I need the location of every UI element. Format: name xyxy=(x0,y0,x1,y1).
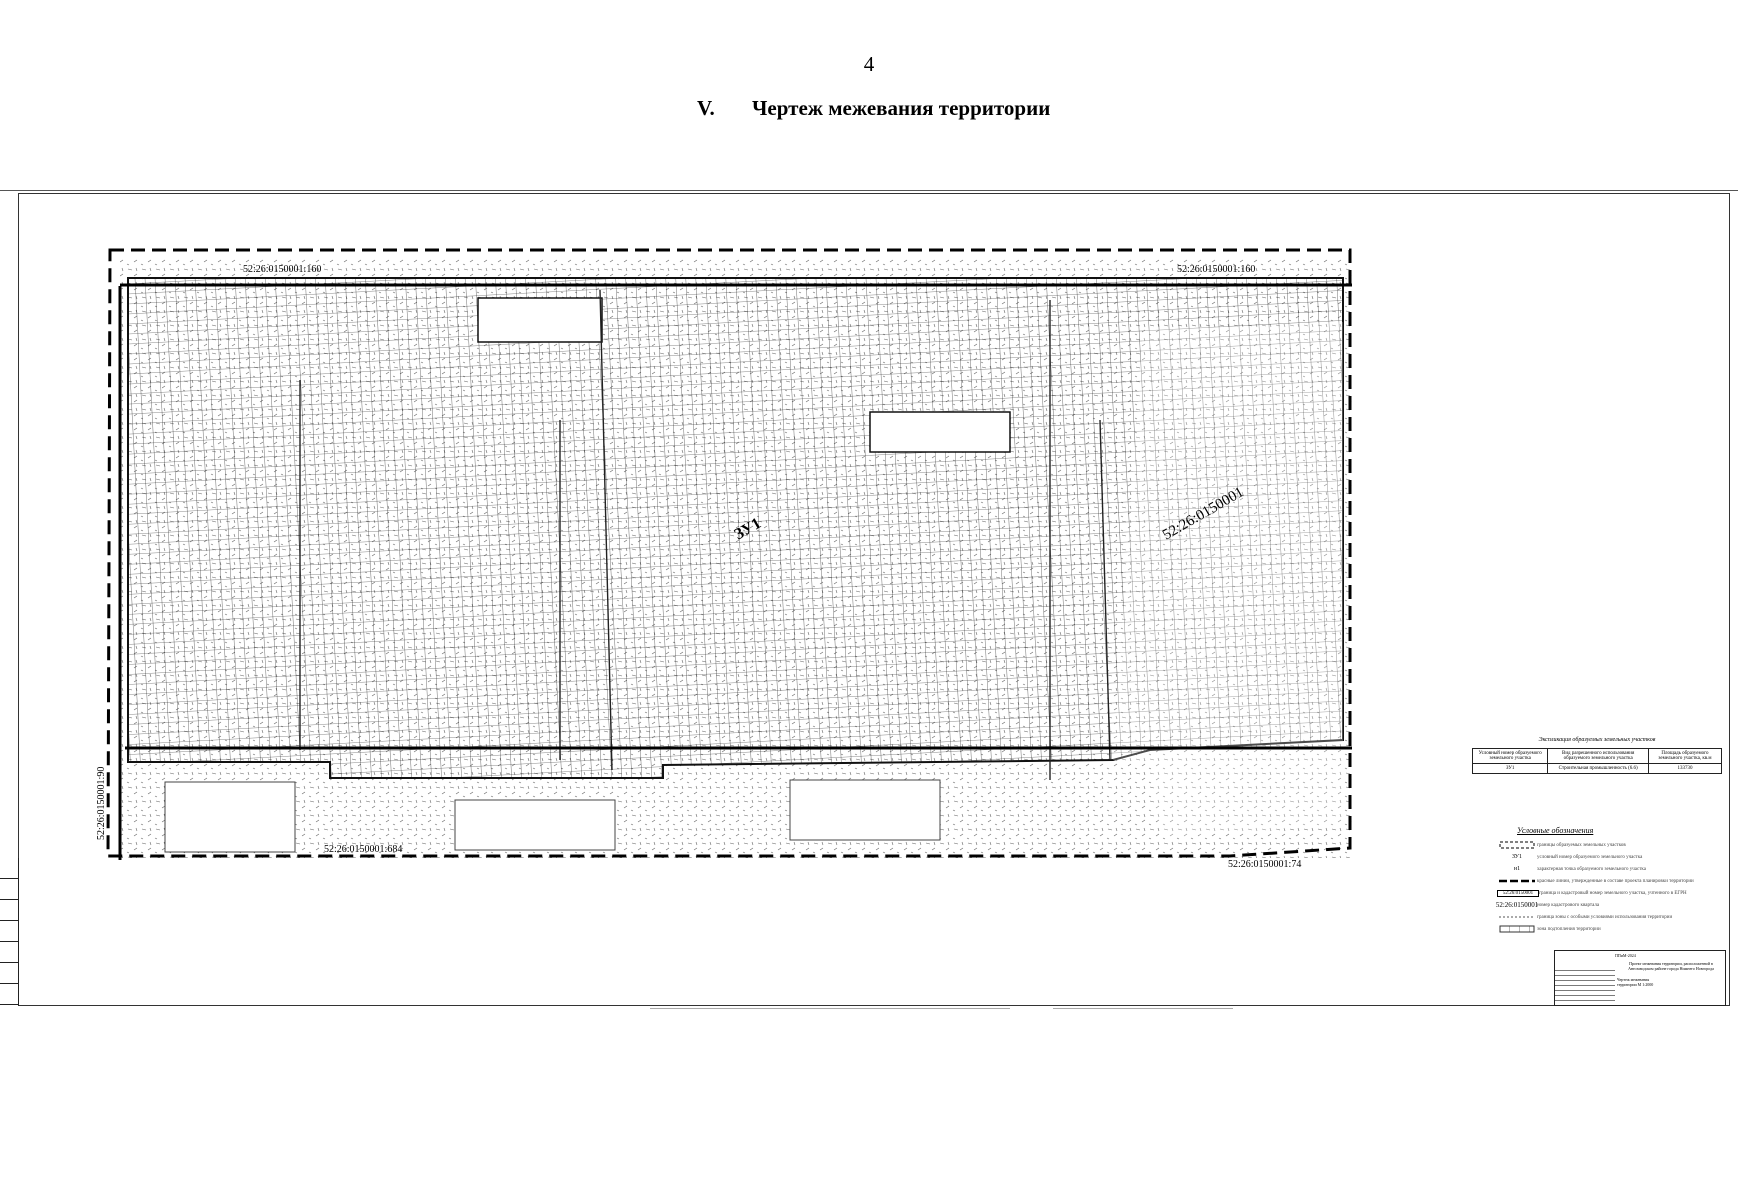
legend-symbol xyxy=(1497,914,1537,920)
bottom-rule-left xyxy=(650,1008,1010,1009)
stamp-project: Проект межевания территории, расположенн… xyxy=(1628,961,1714,971)
parcel-table-cell: Строительная промышленность (6.6) xyxy=(1547,763,1649,774)
legend-symbol: ЗУ1 xyxy=(1511,854,1523,860)
section-title: V. Чертеж межевания территории xyxy=(697,96,1050,121)
parcel-table-cell: 133730 xyxy=(1647,763,1723,774)
title-block-stamp: ППиМ-2024 Проект межевания территории, р… xyxy=(1554,950,1726,1006)
legend-text: характерная точка образуемого земельного… xyxy=(1537,866,1646,872)
legend: Условные обозначения границы образуемых … xyxy=(1495,826,1727,935)
label-parcel-bottom: 52:26:0150001:684 xyxy=(324,844,402,855)
label-parcel-top-left: 52:26:0150001:160 xyxy=(243,264,321,275)
building-4 xyxy=(454,799,616,851)
label-parcel-bottom-right: 52:26:0150001:74 xyxy=(1228,859,1301,870)
legend-symbol xyxy=(1497,925,1537,933)
legend-text: условный номер образуемого земельного уч… xyxy=(1537,854,1643,860)
list-item: ЗУ1 условный номер образуемого земельного… xyxy=(1497,851,1727,863)
sheet-top-rule xyxy=(0,190,1738,191)
section-numeral: V. xyxy=(697,96,715,120)
road-edges xyxy=(118,283,1352,860)
stamp-grid xyxy=(1555,968,1615,1006)
left-title-strip xyxy=(0,858,19,1006)
bottom-rule-right xyxy=(1053,1008,1233,1009)
section-title-text: Чертеж межевания территории xyxy=(752,96,1051,120)
legend-text: красные линии, утвержденные в составе пр… xyxy=(1537,878,1694,884)
legend-text: границы образуемых земельных участков xyxy=(1537,842,1626,848)
legend-text: граница и кадастровый номер земельного у… xyxy=(1539,890,1687,896)
label-parcel-left: 52:26:0150001:90 xyxy=(96,767,107,840)
parcel-table-cell: ЗУ1 xyxy=(1471,763,1549,774)
parcel-zu1-hatch xyxy=(127,277,1344,779)
stamp-code: ППиМ-2024 xyxy=(1615,953,1636,958)
light-zone-right xyxy=(1113,322,1343,838)
list-item: н1 характерная точка образуемого земельно… xyxy=(1497,863,1727,875)
legend-symbol xyxy=(1497,878,1537,884)
legend-title: Условные обозначения xyxy=(1517,826,1594,835)
legend-text: номер кадастрового квартала xyxy=(1537,902,1600,908)
list-item: зона подтопления территории xyxy=(1497,923,1727,935)
legend-symbol: 52:26:0150001 xyxy=(1497,889,1539,897)
parcel-table-header: Площадь образуемого земельного участка, … xyxy=(1647,748,1723,764)
list-item: границы образуемых земельных участков xyxy=(1497,839,1727,851)
building-3 xyxy=(164,781,296,853)
parcel-table-caption: Экспликация образуемых земельных участко… xyxy=(1538,737,1656,743)
legend-text: граница зоны с особыми условиями использ… xyxy=(1537,914,1673,920)
building-1 xyxy=(477,297,603,343)
parcel-table: Условный номер образуемого земельного уч… xyxy=(1471,748,1723,774)
legend-symbol: 52:26:0150001 xyxy=(1495,901,1539,909)
parcel-table-header: Вид разрешенного использования образуемо… xyxy=(1547,748,1649,764)
list-item: граница зоны с особыми условиями использ… xyxy=(1497,911,1727,923)
label-parcel-top-right: 52:26:0150001:160 xyxy=(1177,264,1255,275)
legend-text: зона подтопления территории xyxy=(1537,926,1601,932)
territory-boundary-dashed xyxy=(106,248,1352,858)
legend-symbol xyxy=(1497,841,1537,849)
building-5 xyxy=(789,779,941,841)
parcel-table-header: Условный номер образуемого земельного уч… xyxy=(1471,748,1549,764)
list-item: красные линии, утвержденные в составе пр… xyxy=(1497,875,1727,887)
survey-lines xyxy=(299,289,1111,780)
legend-symbol: н1 xyxy=(1513,866,1521,872)
building-2 xyxy=(869,411,1011,453)
drawing-sheet xyxy=(18,193,1730,1006)
page-number: 4 xyxy=(863,52,875,76)
table-row: ЗУ1 Строительная промышленность (6.6) 13… xyxy=(1471,763,1723,774)
stamp-sheet-title: Чертеж межевания территории М 1:2000 xyxy=(1617,977,1654,987)
